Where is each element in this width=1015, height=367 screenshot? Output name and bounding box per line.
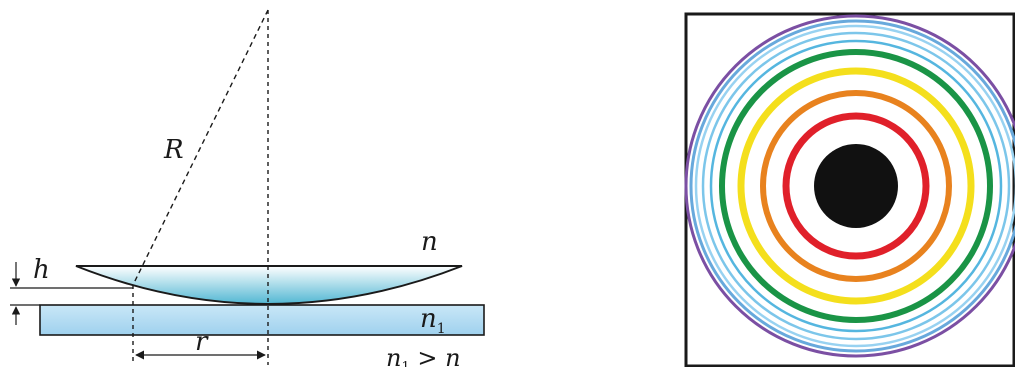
condition-text: n1 > n xyxy=(386,344,461,367)
interference-ring-2 xyxy=(760,90,952,282)
lens-diagram: R h n n1 r n1 > n xyxy=(10,9,485,367)
newton-rings-panel xyxy=(684,12,1015,367)
interference-ring-8 xyxy=(689,19,1015,353)
convex-lens xyxy=(75,265,463,305)
label-r: r xyxy=(195,327,209,357)
label-n: n xyxy=(421,227,438,257)
label-h: h xyxy=(33,255,50,285)
interference-ring-4 xyxy=(719,49,993,323)
interference-ring-5 xyxy=(709,39,1003,333)
label-n1: n1 xyxy=(420,304,446,337)
glass-plate xyxy=(39,304,485,336)
interference-ring-9 xyxy=(684,14,1015,358)
interference-ring-6 xyxy=(701,31,1011,341)
center-dark-spot xyxy=(814,144,898,228)
rings-group xyxy=(684,14,1015,358)
label-R: R xyxy=(163,135,184,165)
interference-ring-1 xyxy=(782,112,930,260)
interference-ring-7 xyxy=(694,24,1015,348)
radius-line xyxy=(132,9,269,286)
interference-ring-3 xyxy=(737,67,975,305)
